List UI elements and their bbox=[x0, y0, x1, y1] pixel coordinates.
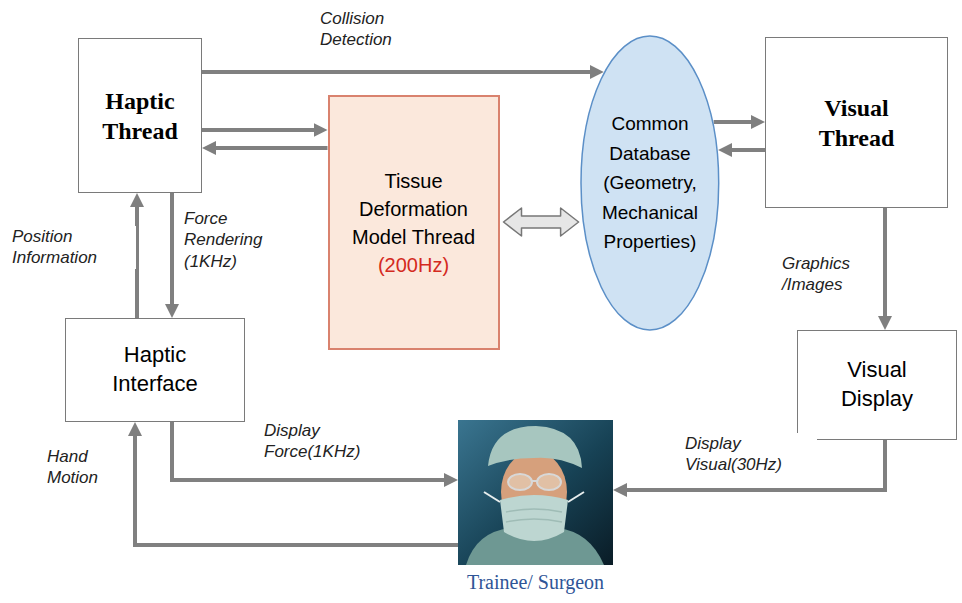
flow-arrow bbox=[202, 128, 320, 132]
node-text: Common Database (Geometry, Mechanical Pr… bbox=[596, 109, 704, 256]
flow-arrow bbox=[714, 120, 757, 124]
flow-arrow bbox=[726, 148, 765, 152]
edge-label: Graphics /Images bbox=[780, 253, 879, 296]
model-box: Tissue Deformation Model Thread(200Hz) bbox=[328, 95, 500, 350]
glasses bbox=[537, 474, 561, 490]
display-box: Visual Display bbox=[797, 330, 957, 440]
flow-arrow bbox=[883, 208, 887, 322]
node-text: Haptic Thread bbox=[90, 86, 190, 146]
device-box: Haptic Interface bbox=[65, 318, 245, 422]
node-text: Tissue Deformation Model Thread bbox=[344, 167, 484, 251]
surgeon-photo bbox=[458, 420, 613, 565]
process-box: Visual Thread bbox=[765, 37, 948, 208]
flow-arrow bbox=[210, 146, 328, 150]
database-ellipse: Common Database (Geometry, Mechanical Pr… bbox=[580, 35, 720, 331]
edge-label: Display Visual(30Hz) bbox=[683, 433, 817, 476]
node-text: Visual Thread bbox=[797, 93, 917, 153]
surgical-mask bbox=[500, 495, 568, 541]
mask-tie bbox=[484, 492, 500, 502]
edge-label: Force Rendering (1KHz) bbox=[182, 208, 298, 272]
surgical-cap bbox=[488, 426, 582, 468]
glasses bbox=[508, 474, 532, 490]
edge-label: Position Information bbox=[10, 226, 136, 269]
glasses-bridge bbox=[532, 480, 537, 482]
edge-label: Collision Detection bbox=[318, 8, 432, 51]
node-text: Haptic Interface bbox=[90, 341, 220, 398]
edge-label: Hand Motion bbox=[45, 446, 129, 489]
node-text: Trainee/ Surgeon bbox=[467, 570, 604, 594]
mask-tie bbox=[568, 492, 584, 502]
edge-label: Display Force(1KHz) bbox=[262, 420, 406, 463]
node-text: Visual Display bbox=[817, 356, 937, 413]
flow-arrow bbox=[170, 193, 174, 310]
mask-folds bbox=[506, 509, 562, 522]
process-box: Haptic Thread bbox=[78, 38, 202, 193]
person-node: Trainee/ Surgeon bbox=[458, 420, 613, 600]
flow-arrow bbox=[202, 70, 596, 74]
node-text: (200Hz) bbox=[378, 251, 449, 279]
exchange-arrow bbox=[504, 208, 579, 236]
ellipse-shape bbox=[581, 36, 719, 330]
photo-ground bbox=[458, 420, 613, 565]
